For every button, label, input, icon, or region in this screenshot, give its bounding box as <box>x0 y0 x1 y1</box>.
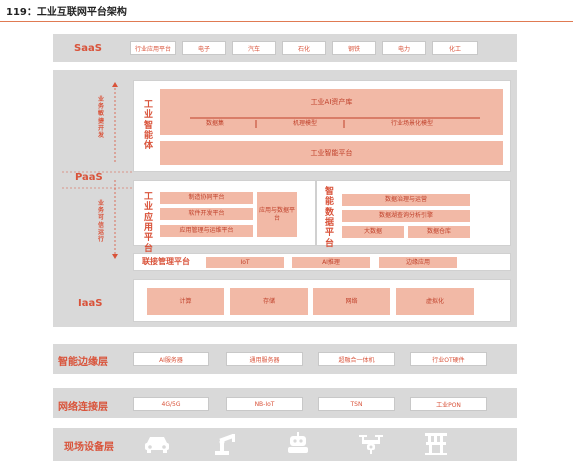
app-data-platform-box: 应用与数据平台 <box>257 192 297 237</box>
drone-icon <box>359 435 383 454</box>
ai-asset-lib-box <box>160 89 503 135</box>
saas-label: SaaS <box>74 43 102 54</box>
connect-item-iot: IoT <box>206 257 284 268</box>
paas-trusted-run-label: 业务可信运行 <box>97 200 104 243</box>
network-item-nbiot: NB-IoT <box>226 397 303 411</box>
page-title: 119：工业互联网平台架构 <box>6 7 127 18</box>
saas-item-steel: 钢铁 <box>332 41 376 55</box>
connect-item-edge-app: 边缘应用 <box>379 257 457 268</box>
saas-item-chemical: 化工 <box>432 41 478 55</box>
intelligent-data-label: 智能数据平台 <box>324 187 334 249</box>
data-item-warehouse: 数据仓库 <box>408 226 470 238</box>
saas-item-electronics: 电子 <box>182 41 226 55</box>
iaas-item-network: 网络 <box>313 288 390 315</box>
saas-item-petrochem: 石化 <box>282 41 326 55</box>
edge-item-hyperconverged: 超融合一体机 <box>318 352 395 366</box>
network-item-4g5g: 4G/5G <box>133 397 209 411</box>
ai-asset-lib-title: 工业AI资产库 <box>310 97 353 106</box>
edge-item-ot-hardware: 行业OT硬件 <box>410 352 487 366</box>
app-item-ops: 应用管理与运维平台 <box>160 225 253 237</box>
robot-icon <box>288 432 308 453</box>
factory-icon <box>425 433 447 455</box>
paas-label: PaaS <box>75 172 103 183</box>
edge-label: 智能边缘层 <box>58 357 108 368</box>
iaas-item-virtualization: 虚拟化 <box>396 288 474 315</box>
iaas-label: IaaS <box>78 298 103 309</box>
iaas-item-compute: 计算 <box>147 288 224 315</box>
industrial-ai-label: 工业智能体 <box>143 100 153 152</box>
saas-item-automotive: 汽车 <box>232 41 276 55</box>
paas-side-arrows <box>112 82 118 259</box>
app-item-manufacturing: 制造协同平台 <box>160 192 253 204</box>
industrial-app-label: 工业应用平台 <box>143 192 153 254</box>
paas-side-dashes <box>62 171 132 189</box>
network-label: 网络连接层 <box>58 402 108 413</box>
robot-arm-icon <box>215 434 235 455</box>
connect-item-ai-inference: AI推理 <box>292 257 370 268</box>
car-icon <box>145 437 169 453</box>
iaas-item-storage: 存储 <box>230 288 308 315</box>
ai-asset-item-dataset: 数据集 <box>205 120 224 128</box>
data-item-lake-engine: 数据湖查询分析引擎 <box>342 210 470 222</box>
connect-mgmt-label: 联接管理平台 <box>142 257 190 266</box>
paas-agile-dev-label: 业务敏捷开发 <box>97 96 104 139</box>
ai-asset-lib-rule <box>190 117 480 128</box>
ai-platform-box: 工业智能平台 <box>160 141 503 165</box>
edge-item-general-server: 通用服务器 <box>226 352 303 366</box>
data-item-governance: 数据治理与运营 <box>342 194 470 206</box>
network-item-pon: 工业PON <box>410 397 487 411</box>
title-divider <box>0 21 573 22</box>
ai-asset-item-mechanism: 机理模型 <box>292 120 317 128</box>
device-label: 现场设备层 <box>64 442 114 453</box>
saas-item-power: 电力 <box>382 41 426 55</box>
network-item-tsn: TSN <box>318 397 395 411</box>
ai-asset-item-scenario: 行业场景化模型 <box>390 120 433 128</box>
data-item-bigdata: 大数据 <box>342 226 404 238</box>
saas-item-industry-app: 行业应用平台 <box>130 41 176 55</box>
app-item-software-dev: 软件开发平台 <box>160 208 253 220</box>
edge-item-ai-server: AI服务器 <box>133 352 209 366</box>
